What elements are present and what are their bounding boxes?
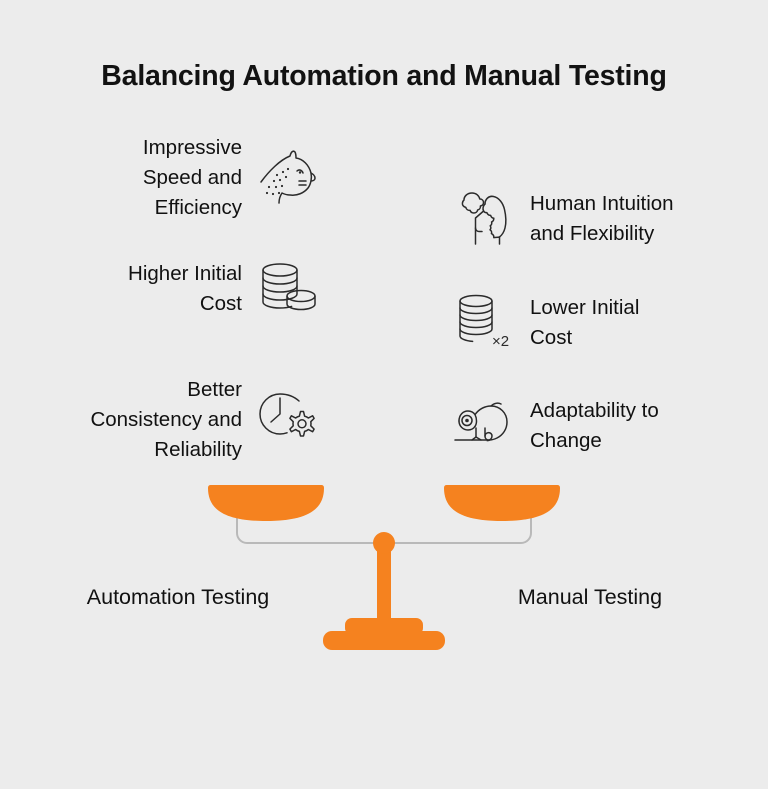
- feature-label: Human Intuition and Flexibility: [530, 191, 674, 245]
- feature-label: Lower Initial Cost: [530, 295, 640, 349]
- coin-multiplier-badge: ×2: [492, 333, 509, 350]
- label-manual-testing: Manual Testing: [517, 585, 663, 609]
- feature-label: Better Consistency and Reliability: [90, 378, 242, 462]
- feature-human-intuition: Human Intuition and Flexibility: [452, 188, 742, 250]
- feature-adaptability-to-change: Adaptability to Change: [452, 395, 742, 457]
- feature-higher-initial-cost: Higher Initial Cost: [60, 258, 320, 320]
- label-automation-testing: Automation Testing: [86, 585, 270, 609]
- coin-stacks-icon: [256, 258, 320, 320]
- page-title: Balancing Automation and Manual Testing: [101, 60, 667, 92]
- cheetah-head-icon: [256, 147, 320, 209]
- human-head-brain-icon: [452, 188, 516, 250]
- balance-scale: [206, 478, 562, 658]
- chameleon-icon: [452, 395, 516, 457]
- feature-label: Adaptability to Change: [530, 398, 659, 452]
- clock-gear-icon: [256, 389, 320, 451]
- feature-label: Higher Initial Cost: [128, 261, 242, 315]
- feature-impressive-speed: Impressive Speed and Efficiency: [60, 133, 320, 223]
- feature-label: Impressive Speed and Efficiency: [142, 136, 242, 220]
- automation-pan: [208, 488, 324, 521]
- coin-stack-icon: ×2: [452, 292, 516, 354]
- feature-lower-initial-cost: ×2 Lower Initial Cost: [452, 292, 742, 354]
- feature-better-consistency: Better Consistency and Reliability: [34, 375, 320, 465]
- scale-pivot: [373, 532, 395, 554]
- manual-pan: [444, 488, 560, 521]
